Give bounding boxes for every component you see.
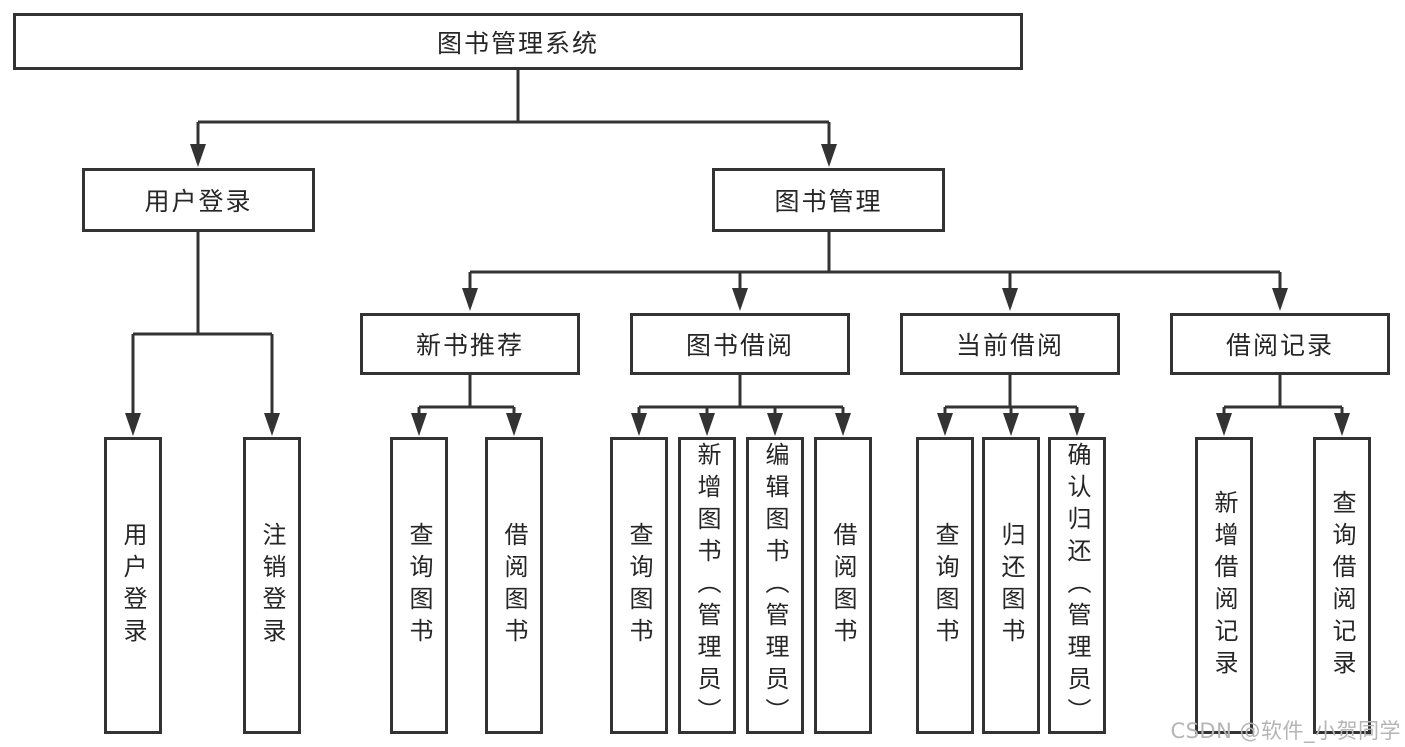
leaf-recommend-query-books: 查询图书 xyxy=(390,437,448,734)
leaf-user-login-label: 用户登录 xyxy=(119,521,147,650)
leaf-return-books-label: 归还图书 xyxy=(997,521,1025,650)
leaf-query-borrow-record: 查询借阅记录 xyxy=(1313,437,1371,734)
leaf-recommend-borrow-books: 借阅图书 xyxy=(485,437,543,734)
leaf-borrowing-query-books-label: 查询图书 xyxy=(625,521,653,650)
node-book-borrowing: 图书借阅 xyxy=(630,313,850,375)
leaf-logout-label: 注销登录 xyxy=(258,521,286,650)
node-user-login: 用户登录 xyxy=(82,168,315,232)
node-borrowing-records: 借阅记录 xyxy=(1170,313,1390,375)
leaf-add-books-admin: 新增图书（管理员） xyxy=(678,437,736,734)
watermark-text: CSDN @软件_小贺同学 xyxy=(1170,719,1401,743)
leaf-current-query-books: 查询图书 xyxy=(916,437,974,734)
leaf-query-borrow-record-label: 查询借阅记录 xyxy=(1328,489,1356,682)
leaf-borrowing-borrow-books-label: 借阅图书 xyxy=(829,521,857,650)
node-borrowing-records-label: 借阅记录 xyxy=(1225,331,1334,360)
node-root-system: 图书管理系统 xyxy=(13,13,1023,70)
node-book-management-label: 图书管理 xyxy=(774,187,883,216)
arrowheads xyxy=(125,144,1350,436)
leaf-borrowing-query-books: 查询图书 xyxy=(610,437,668,734)
leaf-recommend-borrow-books-label: 借阅图书 xyxy=(500,521,528,650)
leaf-borrowing-borrow-books: 借阅图书 xyxy=(814,437,872,734)
leaf-confirm-return-admin-label: 确认归还（管理员） xyxy=(1063,441,1091,730)
leaf-recommend-query-books-label: 查询图书 xyxy=(405,521,433,650)
leaf-user-login: 用户登录 xyxy=(104,437,162,734)
leaf-current-query-books-label: 查询图书 xyxy=(931,521,959,650)
leaf-add-books-admin-label: 新增图书（管理员） xyxy=(693,441,721,730)
node-new-book-recommendation-label: 新书推荐 xyxy=(415,331,524,360)
node-user-login-label: 用户登录 xyxy=(144,187,253,216)
node-current-borrowing-label: 当前借阅 xyxy=(955,331,1064,360)
leaf-add-borrow-record: 新增借阅记录 xyxy=(1195,437,1253,734)
leaf-edit-books-admin: 编辑图书（管理员） xyxy=(746,437,804,734)
node-new-book-recommendation: 新书推荐 xyxy=(360,313,580,375)
leaf-logout: 注销登录 xyxy=(243,437,301,734)
node-book-borrowing-label: 图书借阅 xyxy=(685,331,794,360)
leaf-edit-books-admin-label: 编辑图书（管理员） xyxy=(761,441,789,730)
leaf-add-borrow-record-label: 新增借阅记录 xyxy=(1210,489,1238,682)
node-current-borrowing: 当前借阅 xyxy=(900,313,1120,375)
node-book-management: 图书管理 xyxy=(712,168,945,232)
node-root-system-label: 图书管理系统 xyxy=(436,28,599,58)
leaf-confirm-return-admin: 确认归还（管理员） xyxy=(1048,437,1106,734)
leaf-return-books: 归还图书 xyxy=(982,437,1040,734)
